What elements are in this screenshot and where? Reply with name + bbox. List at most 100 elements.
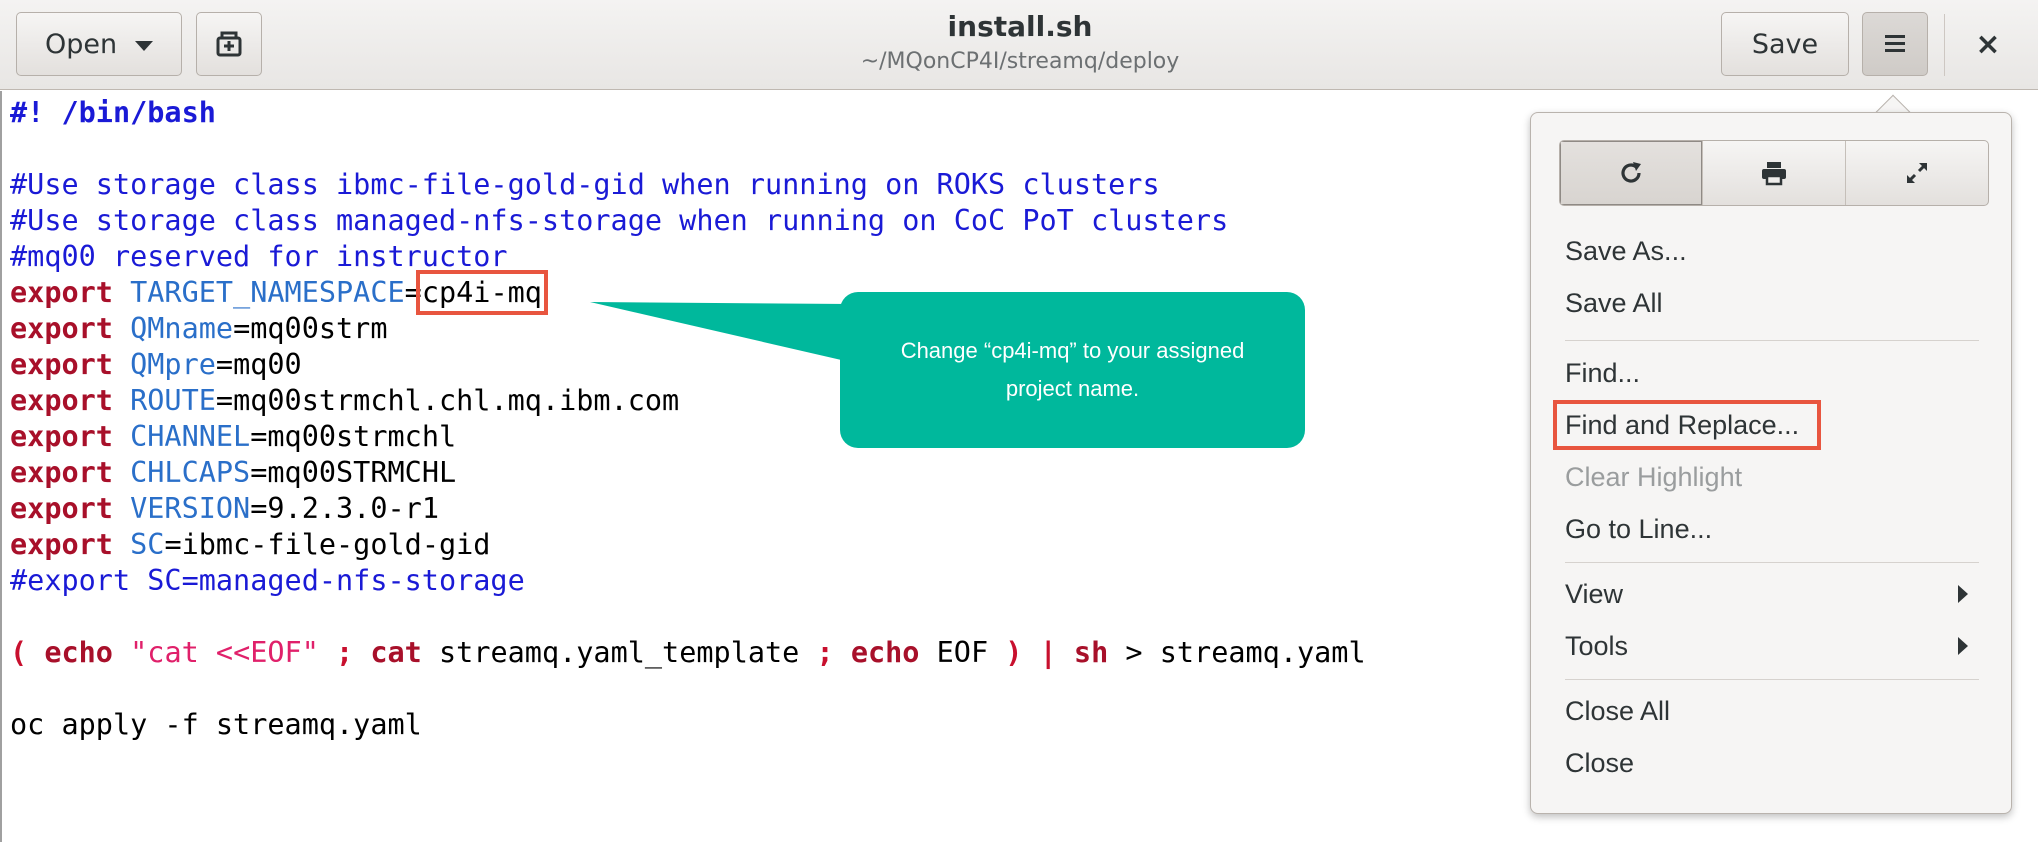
code-token: #mq00 reserved for instructor xyxy=(10,240,508,273)
fullscreen-button[interactable] xyxy=(1846,141,1988,205)
code-line[interactable]: export QMpre=mq00 xyxy=(10,347,1366,383)
open-button[interactable]: Open xyxy=(16,12,182,76)
code-line[interactable] xyxy=(10,131,1366,167)
window-subtitle: ~/MQonCP4I/streamq/deploy xyxy=(860,49,1180,74)
code-token: echo xyxy=(27,636,131,669)
menu-item-save-all[interactable]: Save All xyxy=(1565,288,1663,318)
code-line[interactable]: ( echo "cat <<EOF" ; cat streamq.yaml_te… xyxy=(10,635,1366,671)
menu-separator xyxy=(1565,340,1979,341)
code-token: CHANNEL xyxy=(112,420,251,453)
code-token: CHLCAPS xyxy=(112,456,251,489)
code-token: export xyxy=(10,384,113,417)
code-line[interactable]: export CHANNEL=mq00strmchl xyxy=(10,419,1366,455)
code-token: echo xyxy=(833,636,920,669)
window-title-area: install.sh ~/MQonCP4I/streamq/deploy xyxy=(760,8,1280,78)
code-line[interactable]: #Use storage class ibmc-file-gold-gid wh… xyxy=(10,167,1366,203)
reload-button[interactable] xyxy=(1560,141,1703,205)
menu-separator xyxy=(1565,679,1979,680)
code-token: #export SC=managed-nfs-storage xyxy=(10,564,525,597)
code-token: ( xyxy=(10,636,28,669)
code-line[interactable]: oc apply -f streamq.yaml xyxy=(10,707,1366,743)
code-token: SC xyxy=(112,528,165,561)
window-title: install.sh xyxy=(947,10,1093,43)
code-token: export xyxy=(10,276,113,309)
code-token: =mq00strmchl.chl.mq.ibm.com xyxy=(215,384,680,417)
code-token: "cat <<EOF" xyxy=(130,636,319,669)
print-icon xyxy=(1762,162,1786,186)
code-token: streamq.yaml_template xyxy=(421,636,817,669)
code-token: export xyxy=(10,312,113,345)
open-button-label: Open xyxy=(44,28,118,60)
code-token: QMpre xyxy=(112,348,216,381)
code-token: export xyxy=(10,492,113,525)
chevron-down-icon xyxy=(135,41,154,51)
menu-item-tools[interactable]: Tools xyxy=(1565,631,1629,661)
code-token: | xyxy=(1022,636,1074,669)
code-content[interactable]: #! /bin/bash #Use storage class ibmc-file… xyxy=(10,95,1366,743)
code-token: =mq00strm xyxy=(233,312,388,345)
code-token: ) xyxy=(1005,636,1023,669)
code-line[interactable]: #! /bin/bash xyxy=(10,95,1366,131)
reload-icon xyxy=(1621,162,1641,183)
code-line[interactable]: export QMname=mq00strm xyxy=(10,311,1366,347)
code-token: sh xyxy=(1073,636,1109,669)
code-token: export xyxy=(10,456,113,489)
code-line[interactable] xyxy=(10,671,1366,707)
code-token: export xyxy=(10,348,113,381)
close-icon: × xyxy=(1975,26,2001,62)
code-token: =mq00STRMCHL xyxy=(250,456,457,489)
find-replace-highlight-box xyxy=(1553,400,1821,450)
code-token: =9.2.3.0-r1 xyxy=(250,492,439,525)
code-line[interactable] xyxy=(10,599,1366,635)
code-line[interactable]: export ROUTE=mq00strmchl.chl.mq.ibm.com xyxy=(10,383,1366,419)
menu-icon-row xyxy=(1559,140,1989,206)
callout-text: Change “cp4i-mq” to your assigned projec… xyxy=(900,338,1245,401)
hamburger-menu-button[interactable] xyxy=(1862,12,1928,76)
menu-separator xyxy=(1565,562,1979,563)
code-line[interactable]: export TARGET_NAMESPACE=cp4i-mq xyxy=(10,270,1366,315)
fullscreen-icon xyxy=(1907,163,1927,183)
menu-item-go-to-line[interactable]: Go to Line... xyxy=(1565,514,1713,544)
code-token: ; xyxy=(816,636,834,669)
save-button[interactable]: Save xyxy=(1721,12,1849,76)
code-token: =mq00strmchl xyxy=(250,420,457,453)
code-token: #Use storage class managed-nfs-storage w… xyxy=(10,204,1229,237)
code-token: =ibmc-file-gold-gid xyxy=(164,528,491,561)
app-menu-popover: Save As... Save All Find... Find and Rep… xyxy=(1530,112,2012,814)
code-token: cat xyxy=(370,636,422,669)
code-line[interactable]: export CHLCAPS=mq00STRMCHL xyxy=(10,455,1366,491)
menu-item-close-all[interactable]: Close All xyxy=(1565,696,1671,726)
code-token: oc apply -f streamq.yaml xyxy=(10,708,422,741)
print-button[interactable] xyxy=(1703,141,1846,205)
code-line[interactable]: export VERSION=9.2.3.0-r1 xyxy=(10,491,1366,527)
code-token: = xyxy=(404,276,422,309)
callout-pointer xyxy=(590,302,850,362)
code-token: #Use storage class ibmc-file-gold-gid wh… xyxy=(10,168,1160,201)
code-line[interactable]: #export SC=managed-nfs-storage xyxy=(10,563,1366,599)
code-line[interactable]: #Use storage class managed-nfs-storage w… xyxy=(10,203,1366,239)
code-token: TARGET_NAMESPACE xyxy=(112,276,405,309)
code-line[interactable]: export SC=ibmc-file-gold-gid xyxy=(10,527,1366,563)
chevron-right-icon xyxy=(1958,585,1968,603)
menu-item-view[interactable]: View xyxy=(1565,579,1624,609)
menu-item-save-as[interactable]: Save As... xyxy=(1565,236,1687,266)
code-token: EOF xyxy=(919,636,1006,669)
menu-item-clear-highlight: Clear Highlight xyxy=(1565,462,1743,492)
code-token: QMname xyxy=(112,312,234,345)
highlighted-namespace-value: cp4i-mq xyxy=(415,270,548,315)
code-token: VERSION xyxy=(112,492,251,525)
code-token: ROUTE xyxy=(112,384,216,417)
code-token: export xyxy=(10,528,113,561)
menu-item-find-and-replace[interactable]: Find and Replace... xyxy=(1565,410,1800,440)
new-document-button[interactable] xyxy=(196,12,262,76)
chevron-right-icon xyxy=(1958,637,1968,655)
header-bar: Open install.sh ~/MQonCP4I/streamq/deplo… xyxy=(0,0,2038,90)
code-token: =mq00 xyxy=(215,348,302,381)
code-token: ; xyxy=(318,636,371,669)
header-separator xyxy=(1944,14,1945,76)
close-window-button[interactable]: × xyxy=(1958,12,2018,76)
code-line[interactable]: #mq00 reserved for instructor xyxy=(10,239,1366,275)
menu-item-close[interactable]: Close xyxy=(1565,748,1635,778)
menu-item-find[interactable]: Find... xyxy=(1565,358,1641,388)
instruction-callout: Change “cp4i-mq” to your assigned projec… xyxy=(840,292,1305,448)
